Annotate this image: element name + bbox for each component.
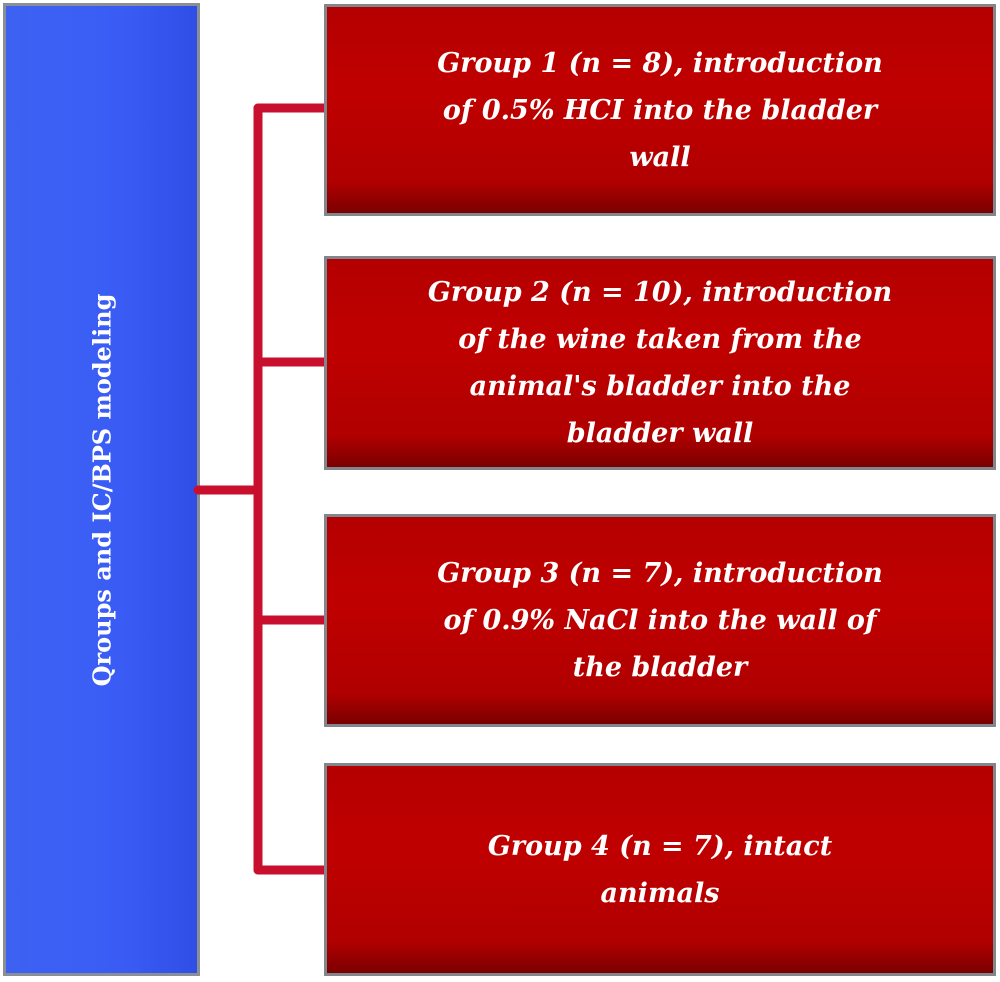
group-3-node: Group 3 (n = 7), introduction of 0.9% Na…	[324, 514, 996, 727]
group-4-node: Group 4 (n = 7), intact animals	[324, 763, 996, 976]
group-2-label: Group 2 (n = 10), introduction of the wi…	[427, 277, 893, 449]
group-1-node: Group 1 (n = 8), introduction of 0.5% HC…	[324, 4, 996, 216]
group-2-node: Group 2 (n = 10), introduction of the wi…	[324, 256, 996, 470]
root-node: Qroups and IC/BPS modeling	[3, 3, 200, 976]
group-3-label: Group 3 (n = 7), introduction of 0.9% Na…	[437, 558, 883, 683]
group-1-label: Group 1 (n = 8), introduction of 0.5% HC…	[437, 47, 883, 173]
group-4-label: Group 4 (n = 7), intact animals	[487, 830, 833, 909]
